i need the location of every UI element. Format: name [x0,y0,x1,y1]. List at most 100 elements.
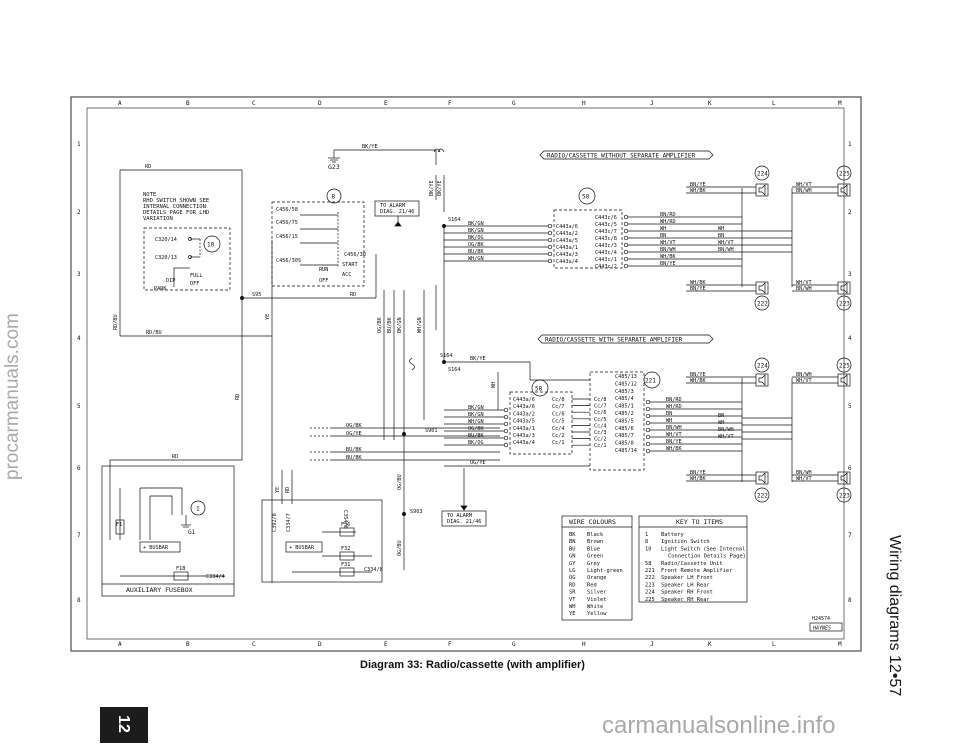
wc-code-BN: BN [569,539,576,545]
svg-text:DIAG. 21/46: DIAG. 21/46 [447,519,481,525]
speaker-wire1-s225_top: BN/WH [796,188,812,194]
speaker-s222_bot [755,471,769,485]
banner-without-amp: RADIO/CASSETTE WITHOUT SEPARATE AMPLIFIE… [539,150,714,160]
grid-row-right-4: 4 [848,335,852,342]
svg-text:C456/30S: C456/30S [276,258,301,264]
ground-g23: G23 BK/YE [328,144,436,171]
svg-text:RUN: RUN [319,267,328,273]
svg-text:C456/75: C456/75 [276,220,298,226]
banner-with-amp-text: RADIO/CASSETTE WITH SEPARATE AMPLIFIER [545,337,683,344]
grid-row-left-6: 6 [77,465,81,472]
grid-col-bottom-L: L [772,641,776,648]
rw-right-wire-6: WH/BK [660,254,676,260]
rwa-amp-pin-3: C485/4 [615,396,634,402]
wire-label-rd-3: RD [235,394,241,400]
speaker-num-s223_bot: 223 [839,493,850,500]
rwa-cass-pin-0: C443a/6 [513,397,535,403]
wire-label-rd-4: RD [285,487,291,493]
rwa-cc-right-5: Cc/3 [594,430,607,436]
rwa-amp-pin-1: C485/12 [615,381,637,387]
rw-right-pin-7: C443c/2 [595,264,617,270]
rwa-right-wire-5: WH/VT [666,432,682,438]
mid-left-wire-1: OG/YE [346,431,362,437]
wc-code-GY: GY [569,561,576,567]
grid-col-top-F: F [448,100,452,107]
rwa-cc-right-3: Cc/5 [594,417,607,423]
wire-label-whgn-v: WH/GN [417,317,423,333]
rwa-left-wire-5: BK/OG [468,440,484,446]
banner-without-amp-text: RADIO/CASSETTE WITHOUT SEPARATE AMPLIFIE… [547,153,695,160]
rw-right-pin-4: C443c/3 [595,243,617,249]
ki-num-5: 221 [645,568,655,574]
wire-label-ye-2: YE [275,487,281,493]
rwa-right-wire-3: WH [666,418,672,424]
frame-inner [86,107,845,640]
ki-num-0: 1 [645,532,648,538]
wc-name-GY: Grey [587,561,601,567]
speaker-wire0-s223_bot: BN/WH [796,470,812,476]
mid-left-wire-2: BU/BK [346,447,362,453]
svg-text:INTERNAL CONNECTION: INTERNAL CONNECTION [143,204,206,210]
rwa-amp-pin-5: C485/2 [615,411,634,417]
svg-text:DIP: DIP [166,278,175,284]
wire-label-wh-feed: WH [491,382,497,388]
grid-col-bottom-J: J [650,641,654,648]
wire-label-rdbu-left: RD/BU [113,314,119,330]
svg-text:START: START [342,262,358,268]
ki-num-4: 58 [645,561,652,567]
rwa-right-wire-1: WH/RD [666,404,682,410]
grid-col-bottom-F: F [448,641,452,648]
grid-row-left-2: 2 [77,209,81,216]
mid-left-wire-3: BU/BK [346,455,362,461]
wc-name-RD: Red [587,582,597,588]
rwa-right-wire-2: BN [666,411,672,417]
rwa-cc-right-4: Cc/4 [594,423,607,429]
speaker-num-s222_bot: 222 [757,493,768,500]
rw-right-wire-7: BN/YE [660,261,676,267]
wire-label-bkye-top: BK/YE [362,144,378,150]
splice-s164-mid: S164 [440,353,453,359]
fusebox-box [101,465,235,597]
frame-outer [70,96,862,652]
wc-name-BU: Blue [587,546,600,552]
ki-num-6: 222 [645,575,655,581]
rw-right-wire-5: BN/WH [660,247,676,253]
wc-code-OG: OG [569,575,576,581]
rw-left-wire-4: BU/BK [468,249,484,255]
speaker-wire1-s225_bot: WH/VT [796,378,812,384]
key-items-title: KEY TO ITEMS [676,518,723,526]
speaker-s223_top [837,281,851,295]
rw-right-wire-4: WH/VT [660,240,676,246]
rw-left-pin-1: C443a/2 [556,231,578,237]
rwa-amp-pin-8: C485/7 [615,433,634,439]
grid-col-bottom-G: G [512,641,516,648]
grid-col-bottom-M: M [838,641,842,648]
rwa-cass-pin-3: C443a/5 [513,419,535,425]
svg-text:C456/30: C456/30 [344,252,366,258]
wire-label-ogbu-1: OG/BU [397,474,403,490]
rwa-cc-right-1: Cc/7 [594,404,607,410]
chapter-tab: 12 [100,707,148,743]
rwa-amp-pin-6: C485/5 [615,418,634,424]
fusebox-inner-box [261,499,383,583]
ki-num-7: 223 [645,582,655,588]
fuse-conn-c334-4: C334/4 [206,574,225,580]
banner-with-amp: RADIO/CASSETTE WITH SEPARATE AMPLIFIER [537,334,714,344]
speaker-s225_bot [837,373,851,387]
wire-colours-title: WIRE COLOURS [569,518,616,526]
rw-mid-wire-top-0: WH [718,226,724,232]
rw-left-pin-0: C443a/6 [556,224,578,230]
wire-label-rd-2: RD [350,292,356,298]
rwa-amp-pin-9: C485/8 [615,441,634,447]
svg-text:NOTE: NOTE [143,192,156,198]
rwa-cc-right-0: Cc/8 [594,397,607,403]
busbar-2: + BUSBAR [289,545,315,551]
grid-row-left-3: 3 [77,271,81,278]
ki-name-7: Speaker LH Rear [661,582,710,588]
speaker-wire0-s224_top: BN/YE [690,182,706,188]
grid-row-right-6: 6 [848,465,852,472]
speaker-wire1-s224_bot: WH/BK [690,378,706,384]
rw-left-pin-3: C443a/1 [556,245,578,251]
